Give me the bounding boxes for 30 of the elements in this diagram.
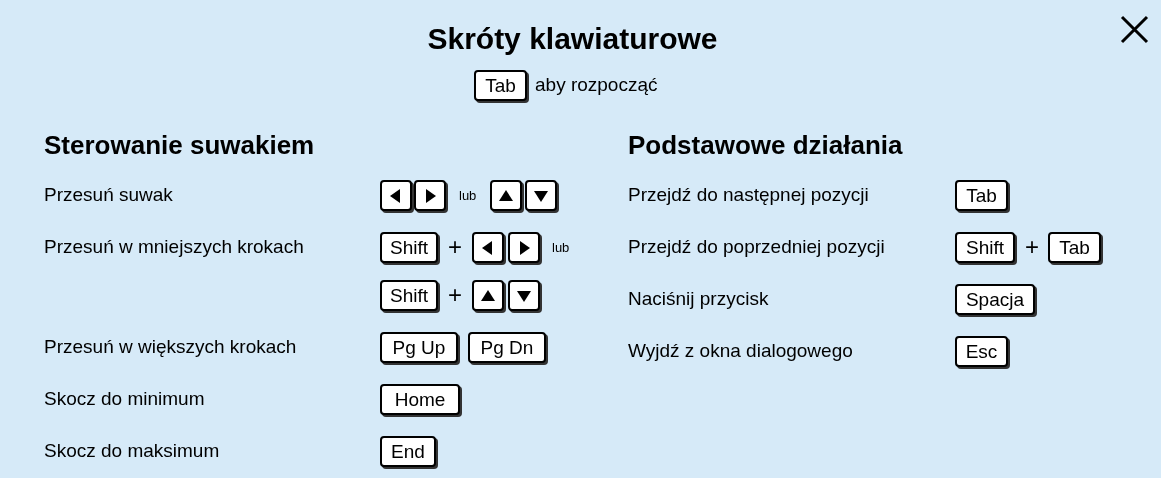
key-cap: Home [380, 384, 460, 415]
key-cap: Pg Dn [468, 332, 546, 363]
shortcut-description: Skocz do maksimum [44, 440, 220, 462]
key-cap: Tab [474, 70, 527, 101]
shortcut-description: Przesuń w mniejszych krokach [44, 236, 304, 258]
key-cap: Shift [380, 232, 438, 263]
key-cap: Pg Up [380, 332, 458, 363]
key-cap: Shift [955, 232, 1015, 263]
shortcut-description: Skocz do minimum [44, 388, 205, 410]
key-cap: Spacja [955, 284, 1035, 315]
or-text: lub [459, 187, 477, 203]
shortcut-description: aby rozpocząć [535, 74, 658, 96]
shortcut-description: Wyjdź z okna dialogowego [628, 340, 853, 362]
section-heading: Sterowanie suwakiem [44, 129, 315, 161]
shortcut-description: Naciśnij przycisk [628, 288, 769, 310]
key-cap: Tab [955, 180, 1008, 211]
key-cap: Tab [1048, 232, 1101, 263]
shortcut-description: Przesuń w większych krokach [44, 336, 297, 358]
section-heading: Podstawowe działania [628, 129, 903, 161]
plus-sign: + [448, 281, 462, 309]
shortcut-description: Przesuń suwak [44, 184, 173, 206]
key-cap: End [380, 436, 436, 467]
or-text: lub [552, 239, 570, 255]
plus-sign: + [448, 233, 462, 261]
key-cap: Esc [955, 336, 1008, 367]
shortcut-description: Przejdź do następnej pozycji [628, 184, 869, 206]
shortcut-description: Przejdź do poprzedniej pozycji [628, 236, 885, 258]
key-cap: Shift [380, 280, 438, 311]
plus-sign: + [1025, 233, 1039, 261]
dialog-title: Skróty klawiaturowe [427, 22, 718, 56]
